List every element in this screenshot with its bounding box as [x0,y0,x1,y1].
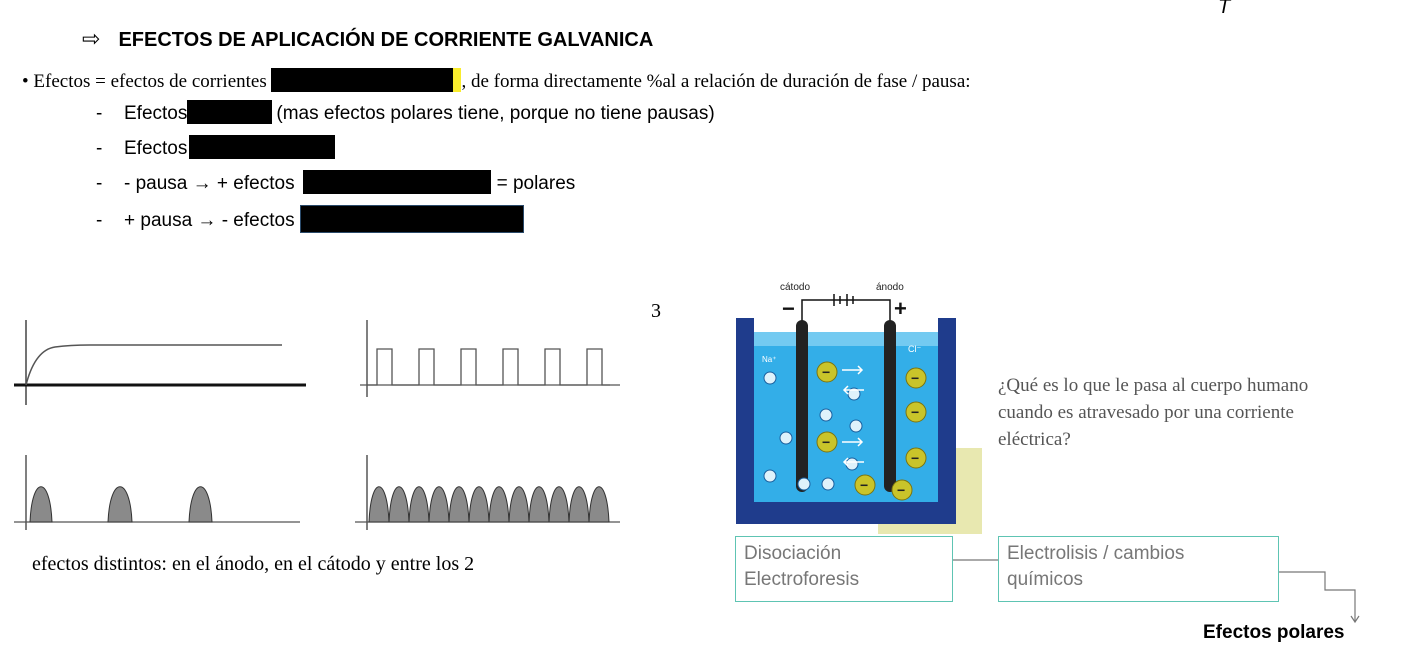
caption: efectos distintos: en el ánodo, en el cá… [32,553,475,575]
waveform-graphs [14,320,620,530]
redaction-block [299,205,524,233]
arrow-down-icon [1350,615,1360,624]
heading-title: EFECTOS DE APLICACIÓN DE CORRIENTE GALVA… [118,29,654,51]
flow-box-dissociation: Disociación Electroforesis [735,536,953,602]
corner-marker: T [1218,0,1231,18]
flow-box-electrolysis: Electrolisis / cambios químicos [998,536,1279,602]
electrolytic-cell-diagram: cátodo ánodo − + Na⁺ Cl⁻ −−− −−−− [736,282,982,534]
bullet-suffix: , de forma directamente %al a relación d… [461,71,971,92]
redaction-block [302,170,491,194]
svg-text:−: − [911,450,919,466]
redaction-block [189,135,336,159]
svg-text:−: − [822,364,830,380]
anode-label: ánodo [876,282,904,293]
redaction-block [271,68,454,92]
cathode-electrode [796,320,808,492]
waveform-halfsine-spaced [14,455,300,530]
waveform-continuous [14,320,306,405]
waveform-halfsine-dense [355,455,620,530]
list-item: -- pausa → + efectos= polares [96,170,575,195]
section-heading: ⇨ EFECTOS DE APLICACIÓN DE CORRIENTE GALV… [82,26,653,52]
minus-sign: − [782,296,795,321]
svg-text:−: − [822,434,830,450]
result-label: Efectos polares [1203,622,1345,643]
highlight-mark [453,68,462,92]
cell-container [736,318,956,524]
list-item: -Efectos(mas efectos polares tiene, porq… [96,100,715,125]
plus-sign: + [894,296,907,321]
list-item: -Efectos [96,135,336,160]
question-text: ¿Qué es lo que le pasa al cuerpo humano … [998,375,1309,450]
redaction-block [187,100,273,124]
svg-text:−: − [911,370,919,386]
list-item: -+ pausa → - efectos [96,205,524,233]
bullet-symbol: • [22,71,29,92]
cl-label: Cl⁻ [908,344,921,354]
bullet-prefix: Efectos = efectos de corrientes [33,71,267,92]
waveform-square [360,320,620,397]
page-number: 3 [651,300,661,322]
flow-connectors [953,559,1360,624]
bullet-line: • Efectos = efectos de corrientes , de f… [22,68,971,93]
na-label: Na⁺ [762,355,776,364]
anode-electrode [884,320,896,492]
arrow-right-icon: ⇨ [82,26,101,51]
cathode-label: cátodo [780,282,810,293]
svg-text:−: − [911,404,919,420]
svg-text:−: − [860,477,868,493]
svg-text:−: − [897,482,905,498]
